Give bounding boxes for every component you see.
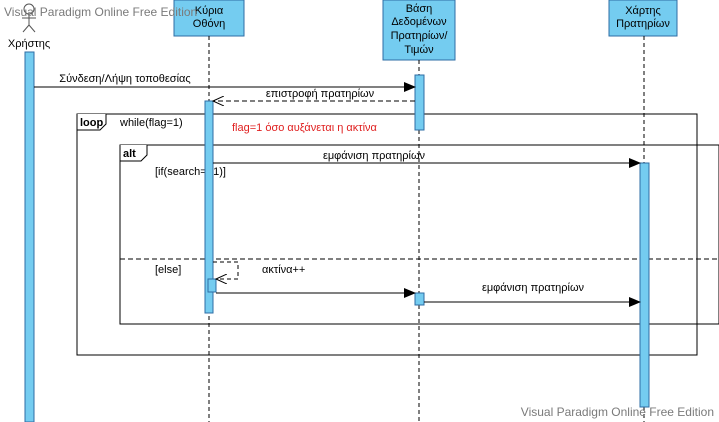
lifeline-db-label-1: Βάση bbox=[406, 3, 433, 15]
lifeline-main-label-1: Κύρια bbox=[195, 5, 224, 17]
lifeline-db-label-3: Πρατηρίων/ bbox=[391, 30, 449, 42]
alt-keyword: alt bbox=[123, 148, 136, 160]
lifeline-map-label-1: Χάρτης bbox=[625, 5, 661, 17]
lifeline-stations-map[interactable]: Χάρτης Πρατηρίων bbox=[608, 0, 678, 37]
message-show-stations-2[interactable]: εμφάνιση πρατηρίων bbox=[424, 282, 641, 307]
loop-condition-note: flag=1 όσο αυξάνεται η ακτίνα bbox=[232, 122, 378, 134]
message-show-stations-2-label: εμφάνιση πρατηρίων bbox=[482, 282, 585, 294]
watermark-top: Visual Paradigm Online Free Edition bbox=[4, 5, 197, 19]
message-login[interactable]: Σύνδεση/Λήψη τοποθεσίας bbox=[34, 73, 416, 92]
activation-main bbox=[204, 100, 214, 314]
watermark-bottom: Visual Paradigm Online Free Edition bbox=[521, 405, 714, 419]
message-show-stations-1[interactable]: εμφάνιση πρατηρίων bbox=[213, 150, 641, 168]
activation-user bbox=[24, 51, 35, 422]
message-return-stations[interactable]: επιστροφή πρατηρίων bbox=[213, 88, 415, 101]
alt-guard-else: [else] bbox=[155, 264, 181, 276]
activation-main-self bbox=[207, 278, 217, 293]
lifeline-database[interactable]: Βάση Δεδομένων Πρατηρίων/ Τιμών bbox=[382, 0, 456, 61]
loop-fragment[interactable]: loop while(flag=1) bbox=[76, 113, 698, 356]
lifeline-map-label-2: Πρατηρίων bbox=[616, 18, 670, 30]
lifeline-db-label-4: Τιμών bbox=[404, 44, 434, 56]
message-return-stations-label: επιστροφή πρατηρίων bbox=[266, 88, 375, 100]
loop-keyword: loop bbox=[80, 117, 103, 129]
actor-label: Χρήστης bbox=[8, 38, 50, 50]
message-radius-increment-label: ακτίνα++ bbox=[262, 264, 305, 276]
activation-db-2 bbox=[414, 292, 425, 306]
lifeline-db-label-2: Δεδομένων bbox=[391, 16, 447, 28]
alt-guard-if: [if(search==1)] bbox=[155, 166, 226, 178]
message-radius-increment[interactable]: ακτίνα++ bbox=[213, 261, 305, 279]
message-show-stations-1-label: εμφάνιση πρατηρίων bbox=[323, 150, 426, 162]
loop-guard: while(flag=1) bbox=[119, 117, 183, 129]
activation-map bbox=[639, 162, 650, 408]
message-login-label: Σύνδεση/Λήψη τοποθεσίας bbox=[59, 73, 190, 85]
activation-db-1 bbox=[414, 74, 425, 131]
lifeline-main-label-2: Οθόνη bbox=[193, 18, 225, 30]
actor-user: Χρήστης bbox=[8, 3, 50, 50]
